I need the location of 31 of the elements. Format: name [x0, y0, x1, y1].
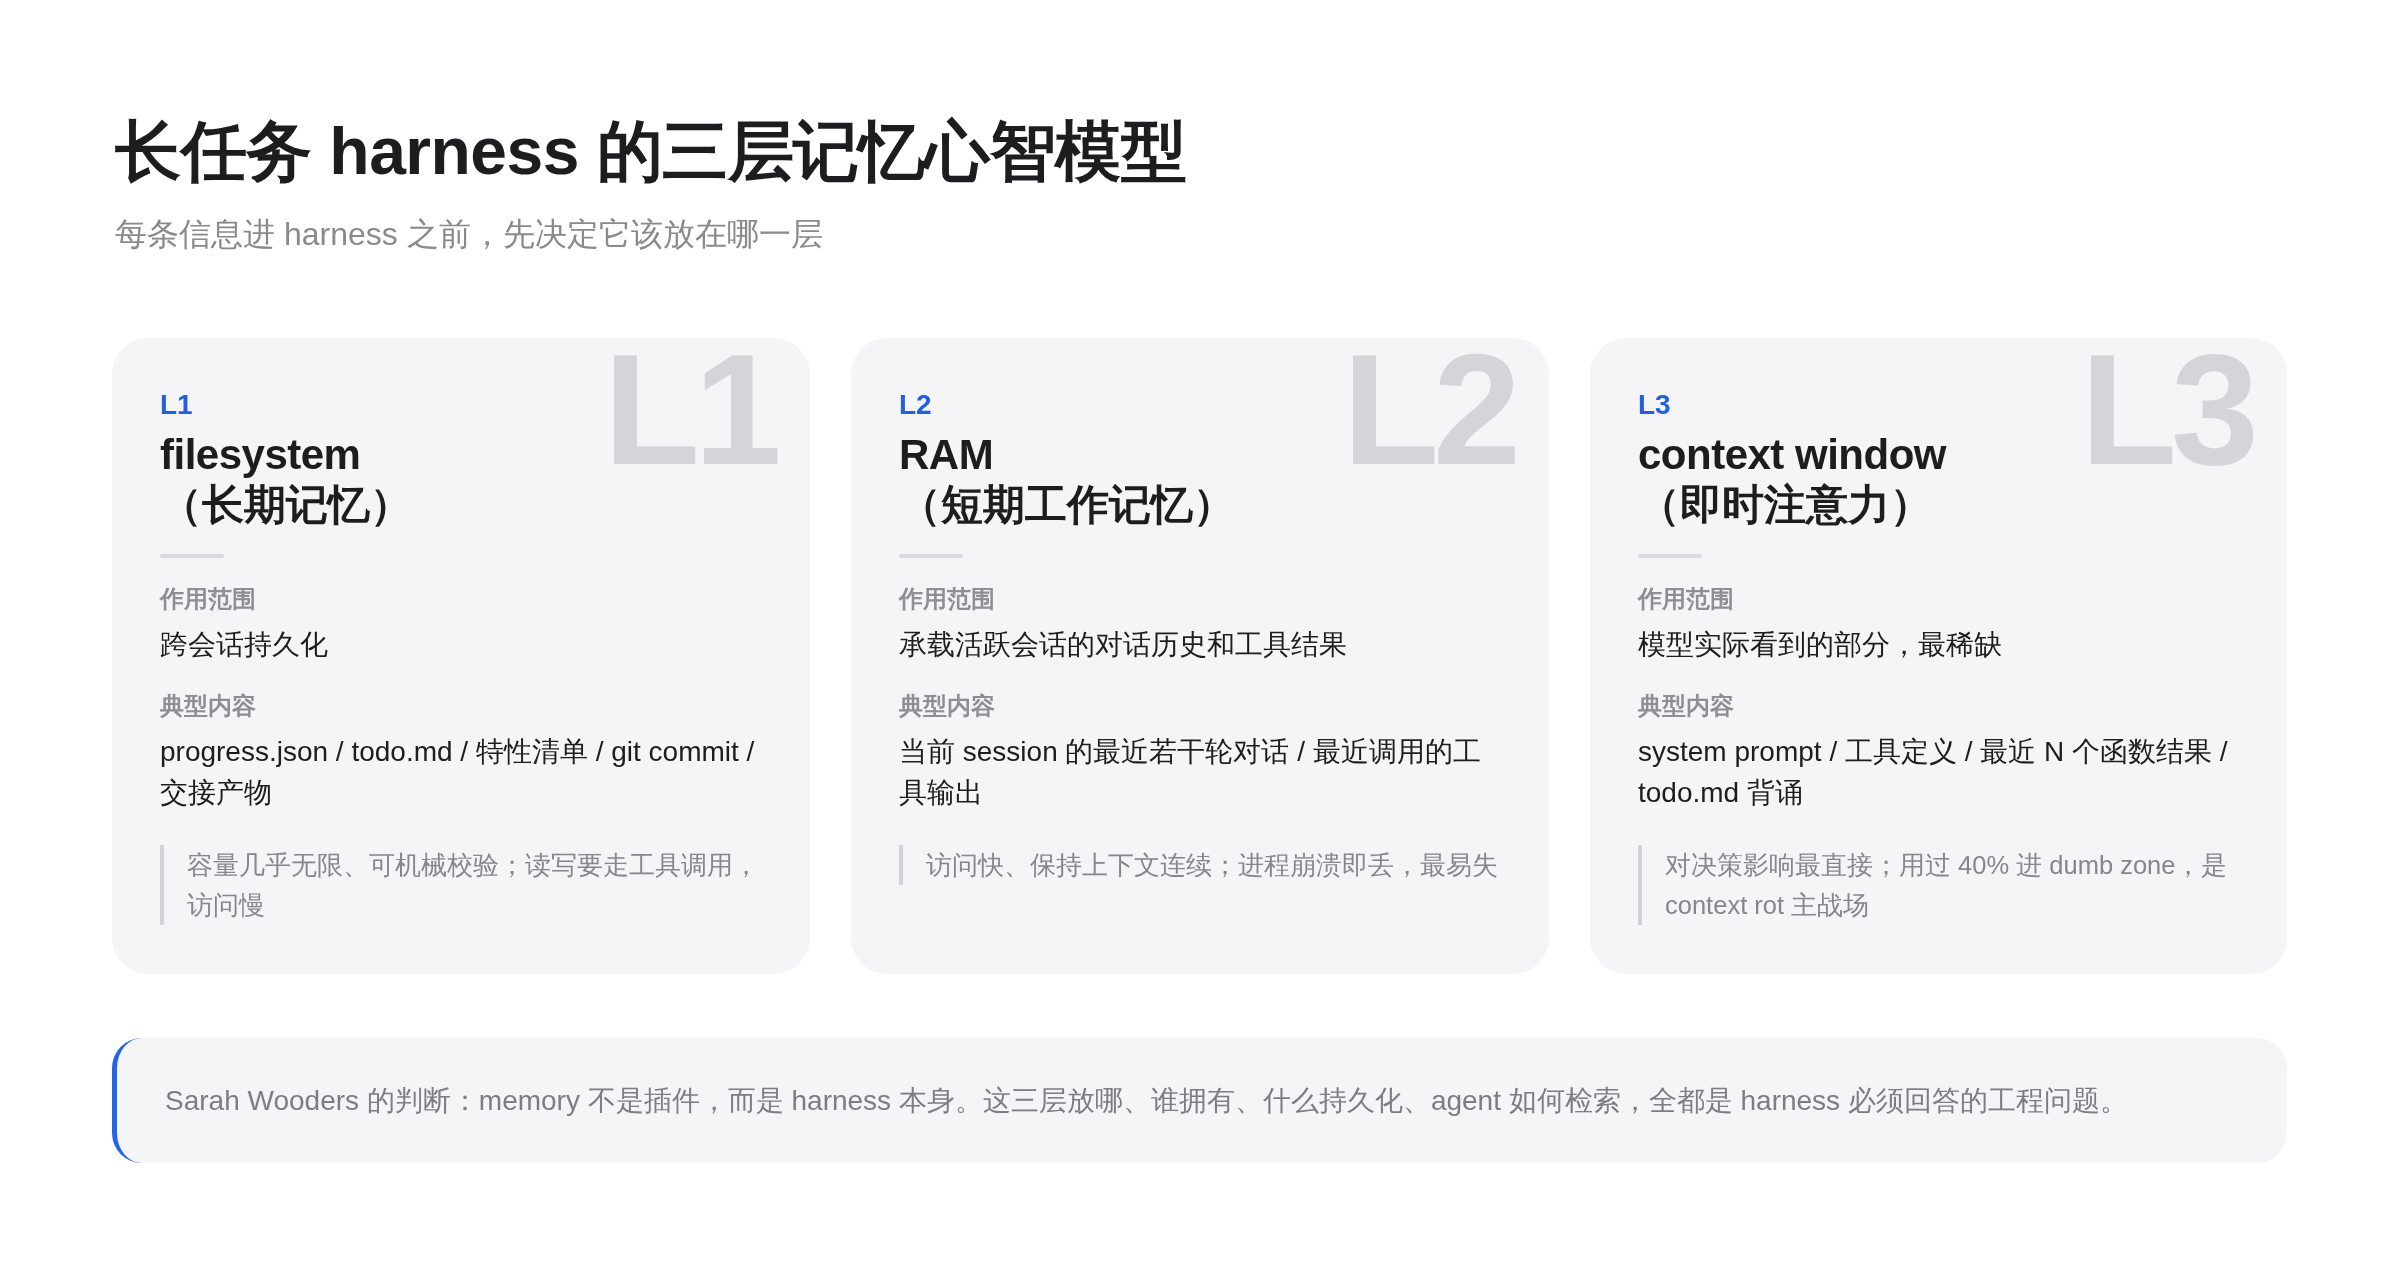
card-title: context window: [1638, 430, 1946, 480]
card-title: filesystem: [160, 430, 361, 480]
section-label: 作用范围: [1638, 584, 1734, 614]
title: 长任务 harness 的三层记忆心智模型: [115, 113, 1187, 190]
layer-tag: L3: [1638, 388, 1671, 422]
card-subtitle: （即时注意力）: [1638, 480, 1932, 530]
card-subtitle: （短期工作记忆）: [899, 480, 1235, 530]
section-label: 典型内容: [160, 691, 256, 721]
callout-text: Sarah Wooders 的判断：memory 不是插件，而是 harness 本身。这三层放哪、谁拥有、什么持久化、agent 如何检索，全都是 harness 必须回答的工程问题。: [165, 1083, 2128, 1118]
card-subtitle: （长期记忆）: [160, 480, 412, 530]
section-label: 典型内容: [1638, 691, 1734, 721]
body-text: 跨会话持久化: [160, 628, 328, 662]
layer-tag: L1: [160, 388, 193, 422]
section-label: 作用范围: [899, 584, 995, 614]
quote-note: 对决策影响最直接；用过 40% 进 dumb zone，是 context rot 主战场: [1638, 845, 2239, 925]
quote-note: 容量几乎无限、可机械校验；读写要走工具调用，访问慢: [160, 845, 762, 925]
layer-tag: L2: [899, 388, 932, 422]
subtitle: 每条信息进 harness 之前，先决定它该放在哪一层: [115, 215, 823, 254]
info-card: [112, 338, 810, 974]
info-card: [1590, 338, 2287, 974]
body-text: 承载活跃会话的对话历史和工具结果: [899, 628, 1347, 662]
info-card: [851, 338, 1549, 974]
body-text: 模型实际看到的部分，最稀缺: [1638, 628, 2002, 662]
callout-box: [112, 1038, 2287, 1163]
section-label: 典型内容: [899, 691, 995, 721]
body-text: progress.json / todo.md / 特性清单 / git commit / 交接产物: [160, 735, 756, 810]
body-text: 当前 session 的最近若干轮对话 / 最近调用的工具输出: [899, 735, 1482, 810]
body-text: system prompt / 工具定义 / 最近 N 个函数结果 / todo.md 背诵: [1638, 735, 2229, 810]
card-title: RAM: [899, 430, 994, 480]
quote-note: 访问快、保持上下文连续；进程崩溃即丢，最易失: [899, 845, 1498, 885]
section-label: 作用范围: [160, 584, 256, 614]
